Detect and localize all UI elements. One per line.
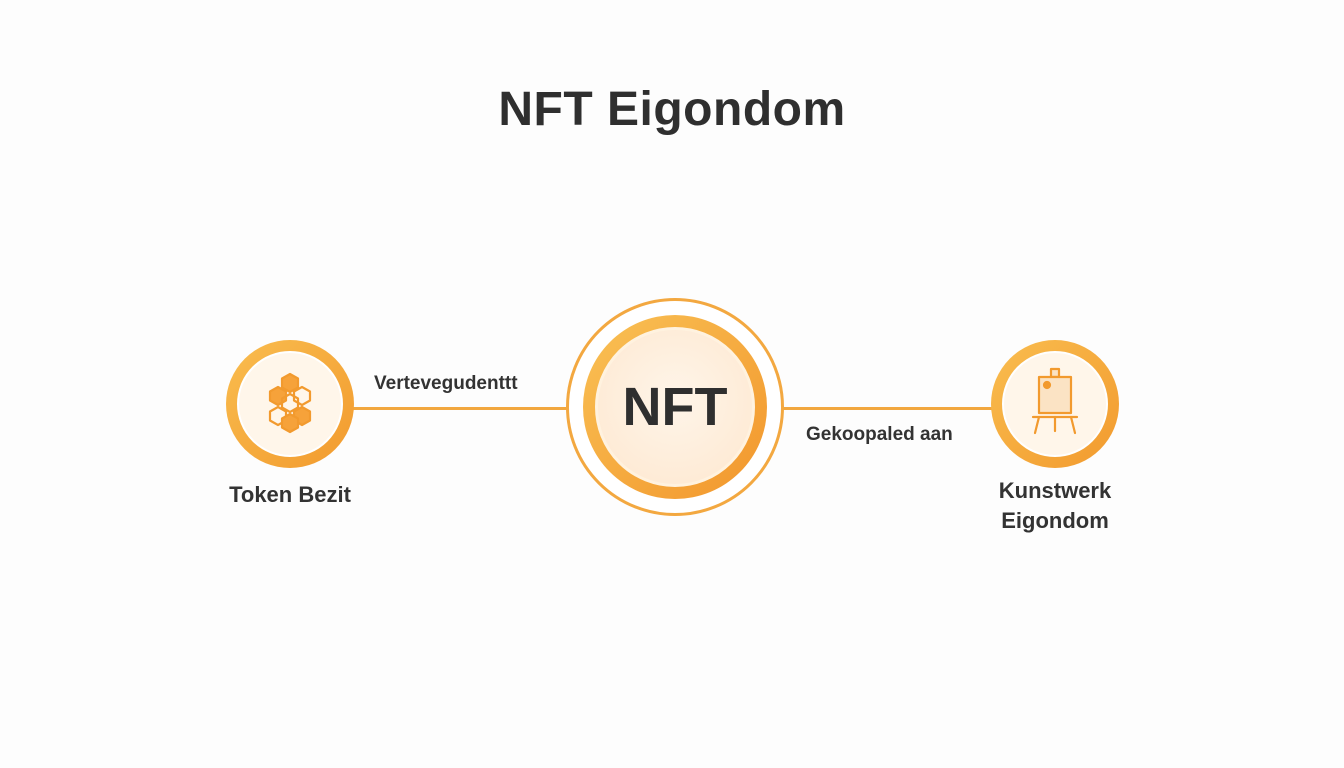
easel-canvas-icon xyxy=(1025,367,1085,442)
artwork-node-inner xyxy=(1002,351,1108,457)
token-node xyxy=(226,340,354,468)
nft-node-label: NFT xyxy=(595,327,755,487)
hexagon-cluster-icon xyxy=(258,370,322,439)
artwork-node xyxy=(991,340,1119,468)
edge-label-right: Gekoopaled aan xyxy=(806,424,953,445)
nft-node: NFT xyxy=(566,298,784,516)
connector-left xyxy=(352,407,570,410)
nft-node-ring: NFT xyxy=(583,315,767,499)
connector-right xyxy=(782,407,994,410)
artwork-node-label-line1: Kunstwerk xyxy=(998,478,1112,503)
token-node-inner xyxy=(237,351,343,457)
token-node-label: Token Bezit xyxy=(229,482,351,507)
artwork-node-label-line2: Eigondom xyxy=(1001,508,1109,533)
edge-label-left: Vertevegudenttt xyxy=(374,373,518,394)
diagram-title: NFT Eigondom xyxy=(498,83,846,136)
artwork-node-label: Kunstwerk Eigondom xyxy=(955,476,1155,536)
